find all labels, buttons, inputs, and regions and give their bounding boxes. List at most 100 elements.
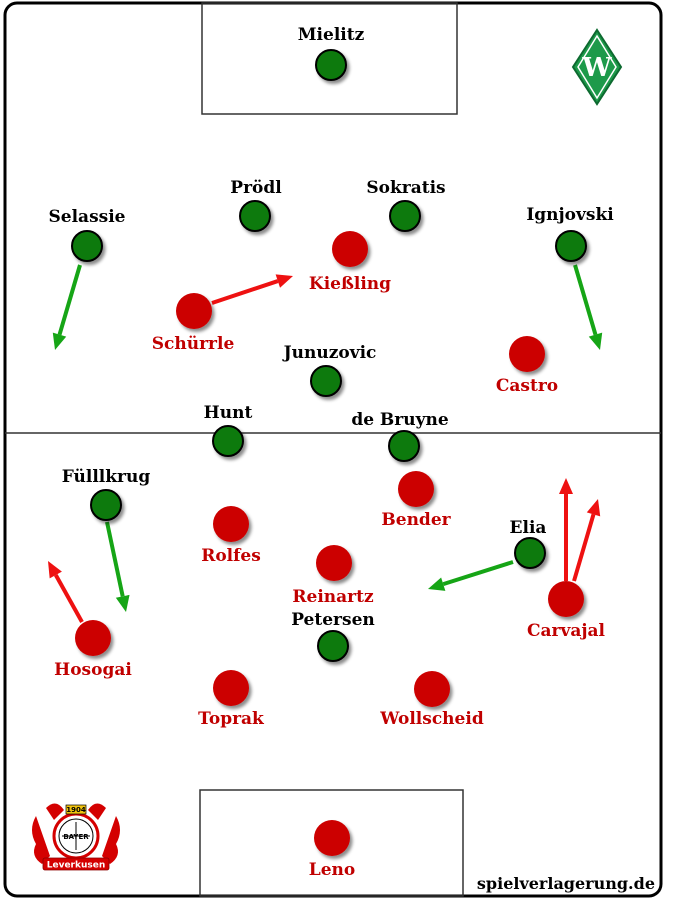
player-marker [514, 537, 546, 569]
player-marker [555, 230, 587, 262]
player-marker [315, 49, 347, 81]
arrow-head [275, 274, 293, 288]
player-name: Fülllkrug [62, 467, 151, 487]
leverkusen-player: Toprak [198, 670, 265, 729]
leverkusen-player: Wollscheid [379, 671, 484, 729]
pitch-outline [3, 1, 663, 898]
werder-player: Elia [510, 518, 547, 569]
player-marker [71, 230, 103, 262]
svg-text:W: W [581, 53, 612, 83]
player-name: Reinartz [292, 587, 374, 607]
leverkusen-player: Kießling [309, 231, 391, 294]
movement-arrow [105, 521, 130, 612]
player-marker [212, 425, 244, 457]
player-marker [310, 365, 342, 397]
leverkusen-player: Carvajal [527, 581, 606, 641]
player-name: Castro [496, 376, 558, 396]
arrow-head [586, 499, 601, 517]
arrow-shaft [54, 574, 84, 623]
movement-arrow [48, 561, 84, 623]
arrow-head [588, 332, 603, 350]
player-marker [176, 293, 212, 329]
player-name: Sokratis [366, 178, 445, 198]
player-marker [213, 670, 249, 706]
player-name: Toprak [198, 709, 265, 729]
movement-arrow [211, 274, 293, 305]
player-marker [332, 231, 368, 267]
werder-player: de Bruyne [351, 410, 449, 462]
player-name: Selassie [49, 207, 126, 227]
svg-text:BAYER: BAYER [63, 833, 89, 841]
leverkusen-player: Reinartz [292, 545, 374, 607]
player-name: Junuzovic [282, 343, 377, 363]
bottom-goal-area [199, 789, 464, 897]
werder-player: Junuzovic [282, 343, 377, 397]
player-name: Carvajal [527, 621, 606, 641]
player-marker [398, 471, 434, 507]
bayer-leverkusen-crest-icon: BAYER 1904 Leverkusen [32, 803, 120, 871]
arrow-shaft [573, 264, 598, 336]
player-marker [548, 581, 584, 617]
player-marker [414, 671, 450, 707]
arrow-shaft [572, 513, 596, 582]
player-marker [317, 630, 349, 662]
arrow-head [428, 577, 446, 591]
svg-text:Leverkusen: Leverkusen [47, 861, 106, 871]
werder-player: Selassie [49, 207, 126, 262]
player-marker [75, 620, 111, 656]
player-name: Rolfes [201, 546, 261, 566]
player-name: Hosogai [54, 660, 132, 680]
arrow-shaft [105, 521, 125, 597]
werder-player: Fülllkrug [62, 467, 151, 521]
leverkusen-player: Hosogai [54, 620, 132, 680]
leverkusen-player: Schürrle [152, 293, 235, 354]
player-name: Bender [381, 510, 451, 530]
movement-arrow [559, 478, 573, 581]
arrow-head [48, 561, 62, 579]
arrow-shaft [211, 279, 279, 305]
werder-player: Hunt [204, 403, 253, 457]
arrow-shaft [57, 264, 82, 336]
player-name: Kießling [309, 274, 391, 294]
werder-player: Sokratis [366, 178, 446, 232]
player-name: Mielitz [298, 25, 365, 45]
player-name: Schürrle [152, 334, 235, 354]
player-marker [389, 200, 421, 232]
player-name: de Bruyne [351, 410, 449, 430]
leverkusen-player: Rolfes [201, 506, 261, 566]
movement-arrow [52, 264, 82, 350]
arrow-head [52, 332, 67, 350]
player-name: Ignjovski [526, 205, 614, 225]
player-name: Elia [510, 518, 547, 538]
werder-player: Mielitz [298, 25, 365, 81]
player-name: Hunt [204, 403, 253, 423]
werder-player: Petersen [291, 610, 375, 662]
player-marker [239, 200, 271, 232]
player-marker [388, 430, 420, 462]
player-name: Wollscheid [379, 709, 484, 729]
player-marker [509, 336, 545, 372]
arrow-head [559, 478, 573, 494]
player-name: Leno [309, 860, 355, 880]
player-marker [314, 820, 350, 856]
player-name: Prödl [230, 178, 282, 198]
werder-player: Prödl [230, 178, 282, 232]
arrow-head [115, 594, 130, 612]
watermark: spielverlagerung.de [477, 874, 655, 893]
leverkusen-player: Castro [496, 336, 558, 396]
movement-arrow [428, 560, 514, 591]
player-marker [316, 545, 352, 581]
leverkusen-player: Bender [381, 471, 452, 530]
svg-text:1904: 1904 [66, 806, 86, 814]
top-goal-area [201, 2, 458, 115]
player-marker [213, 506, 249, 542]
movement-arrow [572, 499, 601, 582]
leverkusen-player: Leno [309, 820, 355, 880]
werder-player: Ignjovski [526, 205, 614, 262]
arrow-shaft [442, 560, 514, 587]
werder-bremen-crest-icon: W [571, 28, 623, 106]
player-name: Petersen [291, 610, 375, 630]
player-marker [90, 489, 122, 521]
